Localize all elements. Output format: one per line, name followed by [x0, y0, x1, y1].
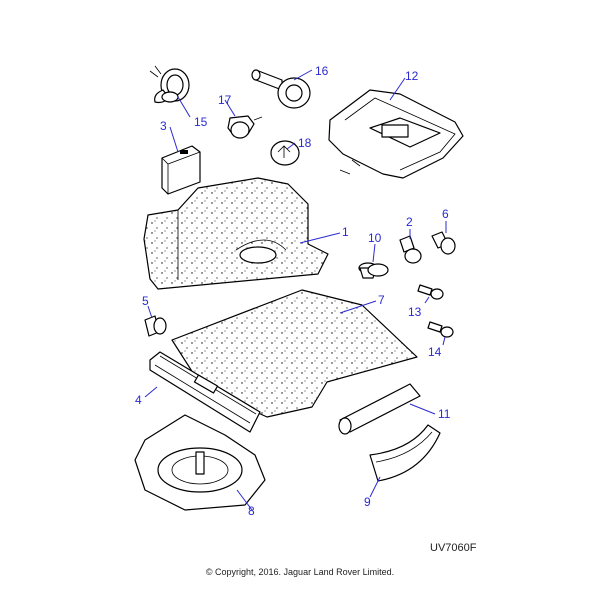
part-3-module	[161, 145, 201, 195]
part-1-side-trim	[143, 177, 329, 290]
callout-4: 4	[135, 393, 142, 407]
callout-13: 13	[408, 305, 422, 319]
callout-5: 5	[142, 294, 149, 308]
callout-18: 18	[298, 136, 312, 150]
callout-17: 17	[218, 93, 232, 107]
callout-1: 1	[342, 225, 349, 239]
callout-15: 15	[194, 115, 208, 129]
copyright-notice: © Copyright, 2016. Jaguar Land Rover Lim…	[205, 567, 395, 577]
callout-6: 6	[442, 207, 449, 221]
part-6-fastener	[431, 231, 456, 255]
callout-7: 7	[378, 293, 385, 307]
part-10-rivet-clip	[358, 262, 389, 279]
part-17-fastener	[227, 115, 263, 139]
part-4-sill-trim	[149, 351, 261, 433]
callout-3: 3	[160, 119, 167, 133]
callout-9: 9	[364, 495, 371, 509]
reference-code: UV7060F	[430, 542, 477, 554]
part-2-push-clip	[399, 235, 422, 264]
part-13-bolt	[417, 284, 444, 300]
callout-11: 11	[438, 407, 451, 421]
callouts: 15 16 17 18 3 12 1 2 6 10 7 13 14 5 4 11…	[135, 64, 451, 518]
part-5-clip	[144, 315, 167, 337]
callout-2: 2	[406, 215, 413, 229]
callout-16: 16	[315, 64, 329, 78]
part-18-label-disc	[270, 140, 300, 166]
leader-lines	[144, 69, 447, 511]
callout-8: 8	[248, 504, 255, 518]
callout-14: 14	[428, 345, 442, 359]
part-11-tube	[338, 383, 421, 435]
part-12-tray	[328, 89, 464, 179]
callout-10: 10	[368, 231, 382, 245]
part-7-floor-carpet	[171, 289, 418, 418]
callout-12: 12	[405, 69, 419, 83]
part-8-spare-wheel-well	[134, 414, 266, 511]
part-9-seal	[369, 424, 441, 482]
part-16-plug	[251, 69, 311, 109]
part-15-grommet	[149, 65, 190, 104]
part-14-bolt	[427, 321, 454, 338]
